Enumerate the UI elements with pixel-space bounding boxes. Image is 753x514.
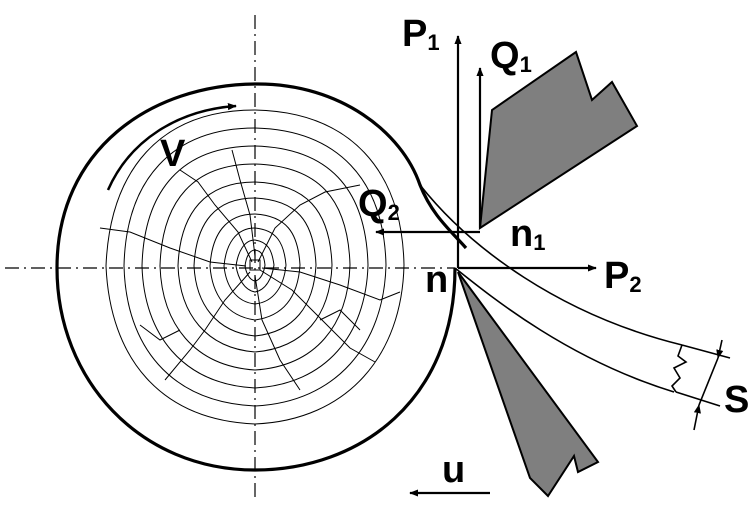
veneer-sheet (419, 184, 688, 393)
rotation-label-v: V (160, 133, 186, 175)
log-outline (55, 82, 468, 472)
label-u: u (442, 449, 465, 491)
label-q1: Q1 (490, 35, 532, 77)
label-n1: n1 (510, 213, 545, 255)
growth-rings (105, 109, 405, 425)
rotation-arrow (106, 102, 237, 191)
radial-cracks (99, 149, 401, 391)
label-p1: P1 (402, 13, 440, 55)
label-q2: Q2 (358, 183, 400, 225)
cutting-knife (457, 271, 600, 498)
thickness-dimension (675, 339, 731, 431)
label-p2: P2 (604, 255, 642, 297)
label-s: S (724, 379, 749, 421)
pressure-bar-knife (478, 50, 639, 230)
label-n: n (425, 259, 448, 301)
